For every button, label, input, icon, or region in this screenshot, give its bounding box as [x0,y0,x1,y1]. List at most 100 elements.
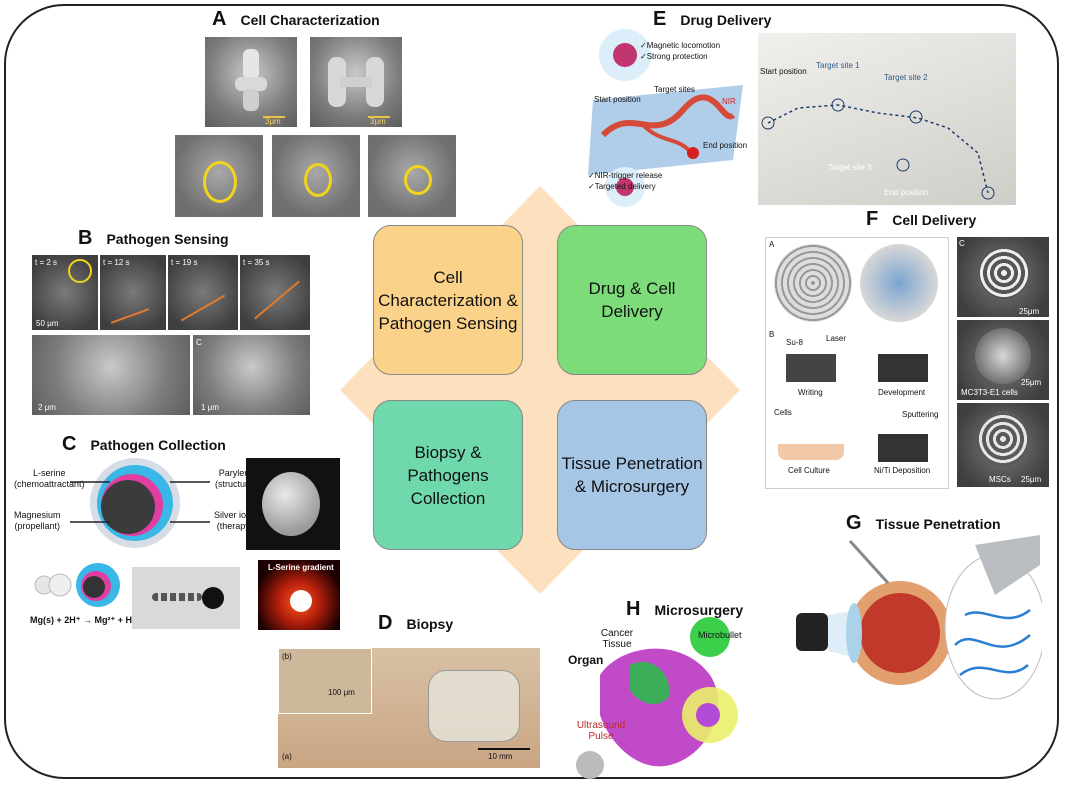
sem-cell-image-1: 3μm [205,37,297,127]
biopsy-tag-b: (b) [282,652,292,661]
biopsy-scale-main: 10 mm [488,752,513,761]
sem-cell-image-2: 3μm [310,37,402,127]
reaction-equation: Mg(s) + 2H⁺ → Mg²⁺ + H₂ [30,615,137,625]
microbullet-label: Microbullet [698,630,742,640]
quadrant-drug-cell-delivery: Drug & Cell Delivery [557,225,707,375]
drug-bullets-top: ✓Magnetic locomotion ✓Strong protection [640,41,721,61]
cell-delivery-sub-b: B [769,330,775,339]
photo-target-3: Target site 3 [828,163,872,172]
time-label-2: t = 12 s [103,258,130,267]
biopsy-tag-a: (a) [282,752,292,761]
panel-e-name: Drug Delivery [680,12,772,28]
photo-end-label: End position [884,188,929,197]
step-deposition: Ni/Ti Deposition [874,466,931,475]
drug-delivery-photo: Start position Target site 1 Target site… [758,33,1016,205]
sem-bacteria: C 1 μm [193,335,310,415]
scaffold-msc-label: MSCs [989,475,1011,484]
cell-delivery-schematic: A B Su-8 Laser Writing Development Cells… [765,237,949,489]
biopsy-photo: (b) 100 μm (a) 10 mm [278,648,540,768]
biopsy-inset [278,648,372,714]
pathogen-sensing-frame-3: t = 19 s [168,255,238,330]
panel-d-letter: D [378,612,393,634]
label-silver-ions: Silver ions(therapy) [214,510,256,531]
label-parylene: Parylene(structural) [215,468,259,489]
panel-h-name: Microsurgery [654,602,744,618]
gradient-label: L-Serine gradient [268,563,334,572]
sem-scaffold-2: MC3T3-E1 cells 25μm [957,320,1049,400]
step-writing: Writing [798,388,823,397]
sem-scaffold-3: MSCs 25μm [957,403,1049,487]
panel-c-title: C Pathogen Collection [62,433,226,456]
panel-h-letter: H [626,598,641,620]
panel-c-letter: C [62,433,77,455]
panel-b-scale-2: 2 μm [38,403,56,412]
microrocket-schematic-small [34,563,120,607]
drug-bullets-bottom: ✓NIR-trigger release ✓Targeted delivery [588,171,663,191]
optical-cell-image-2 [272,135,360,217]
photo-target-1: Target site 1 [816,61,860,70]
panel-d-name: Biopsy [406,616,454,632]
photo-target-2: Target site 2 [884,73,928,82]
label-l-serine: L-serine(chemoattractant) [14,468,85,489]
photo-start-label: Start position [760,67,807,76]
quadrant-tissue-penetration: Tissue Penetration & Microsurgery [557,400,707,550]
optical-cell-image-3 [368,135,456,217]
start-position-label: Start position [594,95,641,104]
panel-e-letter: E [653,8,667,30]
scaffold-mc-label: MC3T3-E1 cells [961,388,1018,397]
step-sputtering: Sputtering [902,410,939,419]
panel-f-title: F Cell Delivery [866,208,976,231]
step-culture: Cell Culture [788,466,830,475]
time-label-4: t = 35 s [243,258,270,267]
nir-label: NIR [722,97,736,106]
bubble-trail-image [132,567,240,629]
label-arrows [70,481,210,523]
panel-e-title: E Drug Delivery [653,8,771,31]
ultrasound-label: Ultrasound Pulse [576,720,626,742]
panel-f-letter: F [866,208,879,230]
pathogen-sensing-frame-4: t = 35 s [240,255,310,330]
quadrant-biopsy: Biopsy & Pathogens Collection [373,400,523,550]
microrocket-layers-diagram [90,458,180,548]
eye-penetration-illustration [796,535,1042,700]
pathogen-sensing-frame-2: t = 12 s [100,255,166,330]
panel-b-sub-c: C [196,338,202,347]
optical-cell-image-1 [175,135,263,217]
panel-g-letter: G [846,512,862,534]
panel-a-title: A Cell Characterization [212,8,380,31]
panel-f-name: Cell Delivery [892,212,977,228]
panel-b-scale-3: 1 μm [201,403,219,412]
cell-delivery-sub-c: C [959,239,965,248]
panel-b-title: B Pathogen Sensing [78,227,229,250]
time-label-1: t = 2 s [35,258,58,267]
drug-delivery-schematic [588,29,743,207]
target-sites-label: Target sites [654,85,695,94]
figure-frame [4,4,1059,779]
organ-label: Organ [568,653,604,667]
panel-g-name: Tissue Penetration [875,516,1001,532]
panel-a-letter: A [212,8,227,30]
scaffold-scale-2: 25μm [1021,378,1042,387]
panel-h-title: H Microsurgery [626,598,743,621]
biopsy-scale-inset: 100 μm [328,688,355,697]
panel-b-name: Pathogen Sensing [106,231,229,247]
panel-a-name: Cell Characterization [240,12,380,28]
l-serine-gradient-image: L-Serine gradient [258,560,340,630]
sem-pathogen-surface: 2 μm [32,335,190,415]
step-laser: Laser [826,334,847,343]
panel-b-letter: B [78,227,93,249]
step-cells: Cells [774,408,792,417]
panel-g-title: G Tissue Penetration [846,512,1001,535]
panel-c-name: Pathogen Collection [90,437,226,453]
scaffold-scale-3: 25μm [1021,475,1042,484]
sem-microrocket [246,458,340,550]
scaffold-scale-1: 25μm [1019,307,1040,316]
step-su8: Su-8 [786,338,803,347]
microsurgery-illustration [576,617,738,779]
panel-a-scale-2: 3μm [370,117,386,126]
cell-delivery-sub-a: A [769,240,775,249]
step-development: Development [878,388,926,397]
quadrant-cell-characterization: Cell Characterization & Pathogen Sensing [373,225,523,375]
pathogen-sensing-frame-1: t = 2 s 50 μm [32,255,98,330]
sem-scaffold-1: C 25μm [957,237,1049,317]
